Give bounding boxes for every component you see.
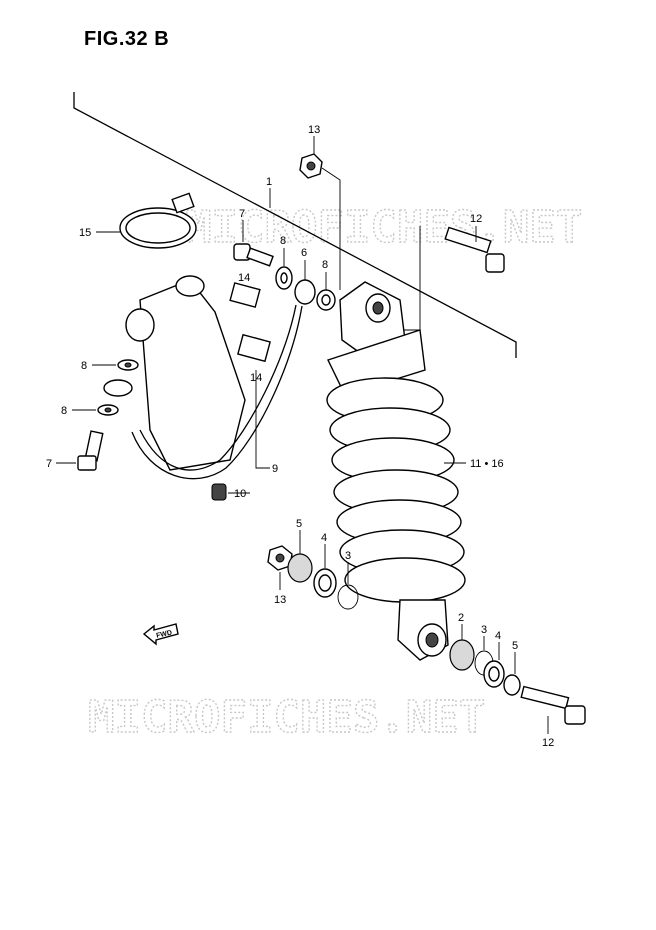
gasket-washer-part-8-right bbox=[316, 272, 336, 311]
callout-4-right: 4 bbox=[495, 630, 501, 642]
figure-title: FIG.32 B bbox=[84, 28, 170, 50]
gasket-washer-part-8-left-a bbox=[92, 359, 139, 371]
assembly-bracket bbox=[73, 92, 517, 358]
callout-3-left: 3 bbox=[345, 550, 351, 562]
callout-14-bottom: 14 bbox=[250, 372, 262, 384]
bolt-part-12 bbox=[400, 226, 505, 331]
callout-5-left: 5 bbox=[296, 518, 302, 530]
hose-fitting-part-6 bbox=[294, 260, 316, 305]
callout-7-left: 7 bbox=[46, 458, 52, 470]
callout-12-top: 12 bbox=[470, 213, 482, 225]
bolt-part-12-lower bbox=[520, 685, 586, 734]
callout-3-right: 3 bbox=[481, 624, 487, 636]
callout-14-top: 14 bbox=[238, 272, 250, 284]
watermark-bottom: MICROFICHES.NET bbox=[88, 692, 485, 743]
bearing-part-2 bbox=[449, 624, 475, 671]
callout-2: 2 bbox=[458, 612, 464, 624]
callout-8-left-b: 8 bbox=[61, 405, 67, 417]
union-bolt-part-7-left bbox=[56, 430, 104, 471]
collar-part-5-right bbox=[503, 652, 521, 696]
oil-seal-part-4-right bbox=[483, 642, 505, 688]
reservoir-tank bbox=[125, 275, 271, 471]
cap-part-10 bbox=[211, 483, 250, 501]
watermark-top: MICROFICHES.NET bbox=[185, 202, 582, 253]
callout-8-right: 8 bbox=[322, 259, 328, 271]
callout-4-left: 4 bbox=[321, 532, 327, 544]
union-bolt-part-7 bbox=[233, 220, 274, 267]
callout-1: 1 bbox=[266, 176, 272, 188]
nut-part-13 bbox=[299, 136, 341, 290]
gasket-washer-part-8 bbox=[275, 248, 293, 290]
callout-8-left-a: 8 bbox=[81, 360, 87, 372]
hose-clamp-part-15 bbox=[96, 192, 197, 249]
callout-5-right: 5 bbox=[512, 640, 518, 652]
rear-shock-absorber-part-11-16 bbox=[326, 281, 466, 661]
collar-part-5-left bbox=[287, 530, 313, 583]
callout-7-top: 7 bbox=[239, 208, 245, 220]
callout-6: 6 bbox=[301, 247, 307, 259]
reservoir-hose-part-9 bbox=[103, 304, 303, 480]
callout-8-top: 8 bbox=[280, 235, 286, 247]
callout-13-top: 13 bbox=[308, 124, 320, 136]
spring-coils bbox=[326, 377, 466, 603]
callout-11-16: 11 • 16 bbox=[470, 458, 504, 470]
callout-12-bottom: 12 bbox=[542, 737, 554, 749]
forward-arrow: FWD bbox=[142, 623, 179, 646]
gasket-washer-part-8-left-b bbox=[72, 404, 119, 416]
callout-13-bottom: 13 bbox=[274, 594, 286, 606]
callout-10: 10 bbox=[234, 488, 246, 500]
circlip-part-3-left bbox=[337, 562, 359, 610]
oil-seal-part-4-left bbox=[313, 544, 337, 598]
fwd-label: FWD bbox=[156, 630, 173, 640]
callout-15: 15 bbox=[79, 227, 91, 239]
callout-9: 9 bbox=[272, 463, 278, 475]
